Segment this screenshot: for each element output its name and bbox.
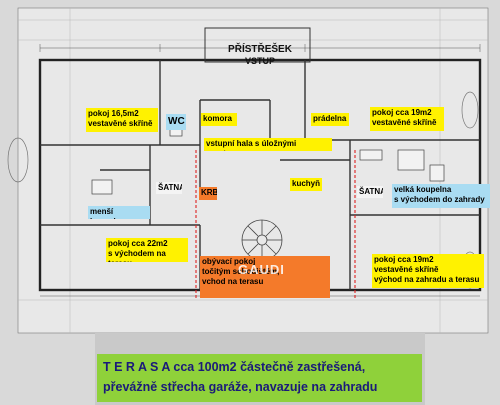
room-southeast-label: pokoj cca 19m2 vestavěné skříně východ n… — [372, 254, 484, 288]
room-southeast-line1: pokoj cca 19m2 — [374, 255, 434, 264]
kitchen-label: kuchyň — [290, 178, 322, 191]
room-west-line2: s východem na terasu — [108, 249, 166, 262]
room-southeast-line2: vestavěné skříně — [374, 265, 439, 274]
large-bathroom-line2: s východem do zahrady — [394, 195, 485, 204]
living-room-line1: obývací pokoj — [202, 257, 256, 266]
room-northwest-line2: vestavěné skříně — [88, 119, 153, 128]
room-west-label: pokoj cca 22m2 s východem na terasu — [106, 238, 188, 262]
wardrobe-right-label: ŠATNA — [357, 186, 383, 198]
terrace-line1: T E R A S A cca 100m2 částečně zastřešen… — [103, 360, 366, 374]
entrance-hall-label: vstupní hala s úložnými prostory — [204, 138, 332, 151]
entrance-subtitle: VSTUP — [244, 56, 275, 66]
large-bathroom-label: velká koupelna s východem do zahrady — [392, 184, 490, 208]
fireplace-label: KRB — [199, 187, 217, 200]
pantry-label: komora — [201, 113, 237, 126]
room-northeast-line1: pokoj cca 19m2 — [372, 108, 432, 117]
large-bathroom-line1: velká koupelna — [394, 185, 452, 194]
living-room-line2: točitým schodištěm, — [202, 267, 280, 276]
terrace-line2: převážně střecha garáže, navazuje na zah… — [103, 380, 378, 394]
room-northeast-line2: vestavěné skříně — [372, 118, 437, 127]
room-northwest-label: pokoj 16,5m2 vestavěné skříně — [86, 108, 158, 132]
living-room-line3: vchod na terasu — [202, 277, 264, 286]
room-west-line1: pokoj cca 22m2 — [108, 239, 168, 248]
room-northwest-line1: pokoj 16,5m2 — [88, 109, 139, 118]
entrance-title: PŘÍSTŘEŠEK — [228, 44, 292, 55]
laundry-label: prádelna — [311, 113, 349, 126]
wardrobe-left-label: ŠATNA — [156, 182, 182, 194]
small-bathroom-label: menší koupelna — [88, 206, 150, 219]
room-northeast-label: pokoj cca 19m2 vestavěné skříně — [370, 107, 444, 131]
wc-label: WC — [166, 114, 186, 130]
gaudi-watermark: GAUDI — [238, 262, 285, 277]
terrace-banner: T E R A S A cca 100m2 částečně zastřešen… — [97, 354, 422, 402]
room-southeast-line3: východ na zahradu a terasu — [374, 275, 480, 284]
living-room-label: obývací pokoj točitým schodištěm, vchod … — [200, 256, 330, 298]
